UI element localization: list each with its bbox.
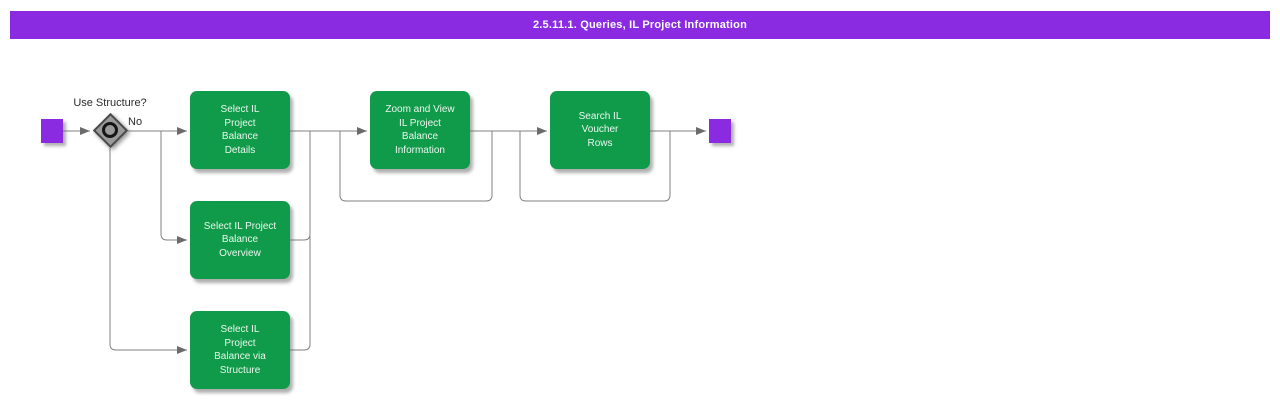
decision-question-label: Use Structure?	[73, 97, 147, 109]
task-label: Select IL Project Balance via Structure	[214, 324, 266, 376]
task-select-il-project-balance-details[interactable]: Select IL Project Balance Details	[190, 91, 290, 169]
task-select-il-project-balance-overview[interactable]: Select IL Project Balance Overview	[190, 201, 290, 279]
task-zoom-and-view-il-project-balance-information[interactable]: Zoom and View IL Project Balance Informa…	[370, 91, 470, 169]
task-label: Zoom and View IL Project Balance Informa…	[385, 104, 455, 156]
start-node	[41, 119, 63, 143]
decision-circle-icon	[102, 122, 118, 138]
decision-diamond	[92, 112, 129, 149]
task-search-il-voucher-rows[interactable]: Search IL Voucher Rows	[550, 91, 650, 169]
task-label: Select IL Project Balance Overview	[203, 220, 277, 259]
task-label: Search IL Voucher Rows	[578, 110, 622, 149]
task-label: Select IL Project Balance Details	[220, 104, 260, 156]
page-title: 2.5.11.1. Queries, IL Project Informatio…	[10, 11, 1270, 39]
task-select-il-project-balance-via-structure[interactable]: Select IL Project Balance via Structure	[190, 311, 290, 389]
branch-label-no: No	[128, 116, 143, 128]
end-node	[709, 119, 731, 143]
